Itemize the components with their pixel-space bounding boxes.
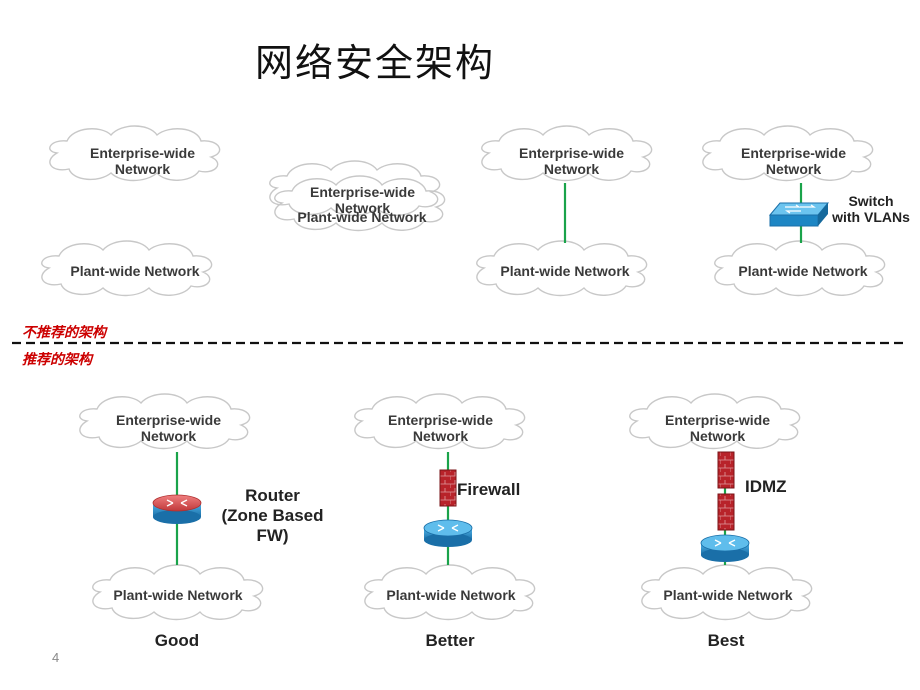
note-recommended: 推荐的架构 xyxy=(22,352,92,368)
label-enterprise-better: Enterprise-wide Network xyxy=(387,412,494,444)
label-plant-better: Plant-wide Network xyxy=(386,587,516,603)
label-plant-3: Plant-wide Network xyxy=(500,263,630,279)
label-plant-good: Plant-wide Network xyxy=(113,587,243,603)
label-enterprise-best: Enterprise-wide Network xyxy=(664,412,771,444)
router-blue-icon-better xyxy=(423,519,473,547)
router-blue-icon-best xyxy=(700,534,750,562)
label-enterprise-1: Enterprise-wide Network xyxy=(89,145,196,177)
firewall-icon xyxy=(439,469,457,507)
firewall-icon-outer xyxy=(717,451,735,489)
label-switch: Switch with VLANs xyxy=(832,193,910,225)
slide-title: 网络安全架构 xyxy=(255,41,496,85)
label-merged-enterprise: Enterprise-wide Network xyxy=(309,184,416,216)
label-plant-best: Plant-wide Network xyxy=(663,587,793,603)
rating-good: Good xyxy=(154,631,200,650)
label-enterprise-good: Enterprise-wide Network xyxy=(115,412,222,444)
label-enterprise-4: Enterprise-wide Network xyxy=(740,145,847,177)
rating-better: Better xyxy=(425,631,475,650)
label-firewall: Firewall xyxy=(457,480,521,499)
label-router: Router (Zone Based FW) xyxy=(221,486,324,545)
note-not-recommended: 不推荐的架构 xyxy=(22,325,106,341)
firewall-icon-inner xyxy=(717,493,735,531)
page-number: 4 xyxy=(52,650,60,665)
router-red-icon xyxy=(152,494,202,524)
switch-icon xyxy=(768,202,830,227)
label-plant-1: Plant-wide Network xyxy=(70,263,200,279)
label-plant-4: Plant-wide Network xyxy=(738,263,868,279)
rating-best: Best xyxy=(707,631,745,650)
label-idmz: IDMZ xyxy=(745,477,787,496)
label-merged-plant: Plant-wide Network xyxy=(297,209,427,225)
label-enterprise-3: Enterprise-wide Network xyxy=(518,145,625,177)
